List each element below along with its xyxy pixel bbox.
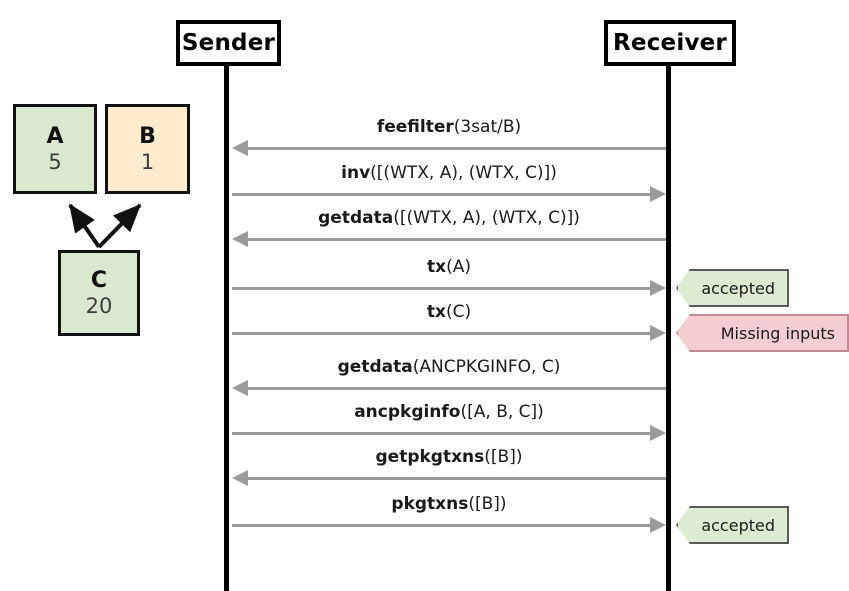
message-arrowhead-8 [650, 517, 666, 533]
message-arrowhead-2 [232, 231, 248, 247]
lifeline-sender [224, 60, 229, 591]
participant-receiver-label: Receiver [613, 30, 727, 56]
message-fn-3: tx [427, 257, 447, 277]
message-line-0 [248, 147, 666, 150]
message-args-0: (3sat/B) [453, 117, 522, 137]
status-badge-missing-inputs-label: Missing inputs [720, 323, 835, 343]
message-arrowhead-3 [650, 280, 666, 296]
message-arrowhead-1 [650, 186, 666, 202]
message-arrowhead-4 [650, 325, 666, 341]
message-args-6: ([A, B, C]) [460, 402, 544, 422]
message-fn-2: getdata [318, 208, 394, 228]
message-fn-8: pkgtxns [391, 494, 469, 514]
message-fn-6: ancpkginfo [354, 402, 461, 422]
message-line-5 [248, 387, 666, 390]
tx-node-c-name: C [90, 268, 108, 294]
tx-node-b-value: 1 [140, 149, 155, 174]
message-args-7: ([B]) [484, 447, 523, 467]
message-fn-1: inv [341, 163, 371, 183]
tx-node-a[interactable]: A 5 [13, 104, 97, 194]
message-line-1 [232, 193, 650, 196]
message-label-4: tx(C) [232, 304, 666, 321]
edge-c-to-b [97, 203, 142, 249]
status-badge-accepted-tx-a-label: accepted [701, 278, 775, 298]
status-badge-accepted-pkgtxns[interactable]: accepted [676, 506, 789, 544]
status-badge-missing-inputs[interactable]: Missing inputs [676, 314, 849, 352]
message-arrowhead-5 [232, 380, 248, 396]
participant-sender-label: Sender [181, 30, 276, 56]
tx-node-c-value: 20 [85, 293, 113, 318]
message-line-3 [232, 287, 650, 290]
message-fn-0: feefilter [376, 117, 454, 137]
message-arrowhead-7 [232, 470, 248, 486]
message-line-4 [232, 332, 650, 335]
message-label-8: pkgtxns([B]) [232, 496, 666, 513]
message-fn-7: getpkgtxns [375, 447, 485, 467]
message-label-6: ancpkginfo([A, B, C]) [232, 404, 666, 421]
lifeline-receiver [666, 60, 671, 591]
message-args-2: ([(WTX, A), (WTX, C)]) [393, 208, 580, 228]
edge-c-to-a [68, 203, 101, 249]
tx-node-a-name: A [46, 124, 64, 150]
participant-receiver[interactable]: Receiver [604, 20, 736, 66]
message-label-7: getpkgtxns([B]) [232, 449, 666, 466]
message-label-5: getdata(ANCPKGINFO, C) [232, 359, 666, 376]
message-label-3: tx(A) [232, 259, 666, 276]
tx-node-c[interactable]: C 20 [58, 250, 140, 336]
status-badge-accepted-pkgtxns-label: accepted [701, 515, 775, 535]
message-line-8 [232, 524, 650, 527]
tx-node-a-value: 5 [48, 149, 62, 174]
message-line-7 [248, 477, 666, 480]
message-label-1: inv([(WTX, A), (WTX, C)]) [232, 165, 666, 182]
participant-sender[interactable]: Sender [176, 20, 281, 66]
message-arrowhead-6 [650, 425, 666, 441]
message-arrowhead-0 [232, 140, 248, 156]
message-label-0: feefilter(3sat/B) [232, 119, 666, 136]
message-args-3: (A) [446, 257, 471, 277]
message-fn-4: tx [426, 302, 446, 322]
message-args-1: ([(WTX, A), (WTX, C)]) [370, 163, 557, 183]
message-args-5: (ANCPKGINFO, C) [412, 357, 561, 377]
tx-node-b[interactable]: B 1 [105, 104, 190, 194]
message-fn-5: getdata [337, 357, 413, 377]
message-args-8: ([B]) [468, 494, 507, 514]
message-args-4: (C) [445, 302, 472, 322]
status-badge-accepted-tx-a[interactable]: accepted [676, 269, 789, 307]
tx-node-b-name: B [139, 124, 156, 150]
message-label-2: getdata([(WTX, A), (WTX, C)]) [232, 210, 666, 227]
message-line-2 [248, 238, 666, 241]
message-line-6 [232, 432, 650, 435]
